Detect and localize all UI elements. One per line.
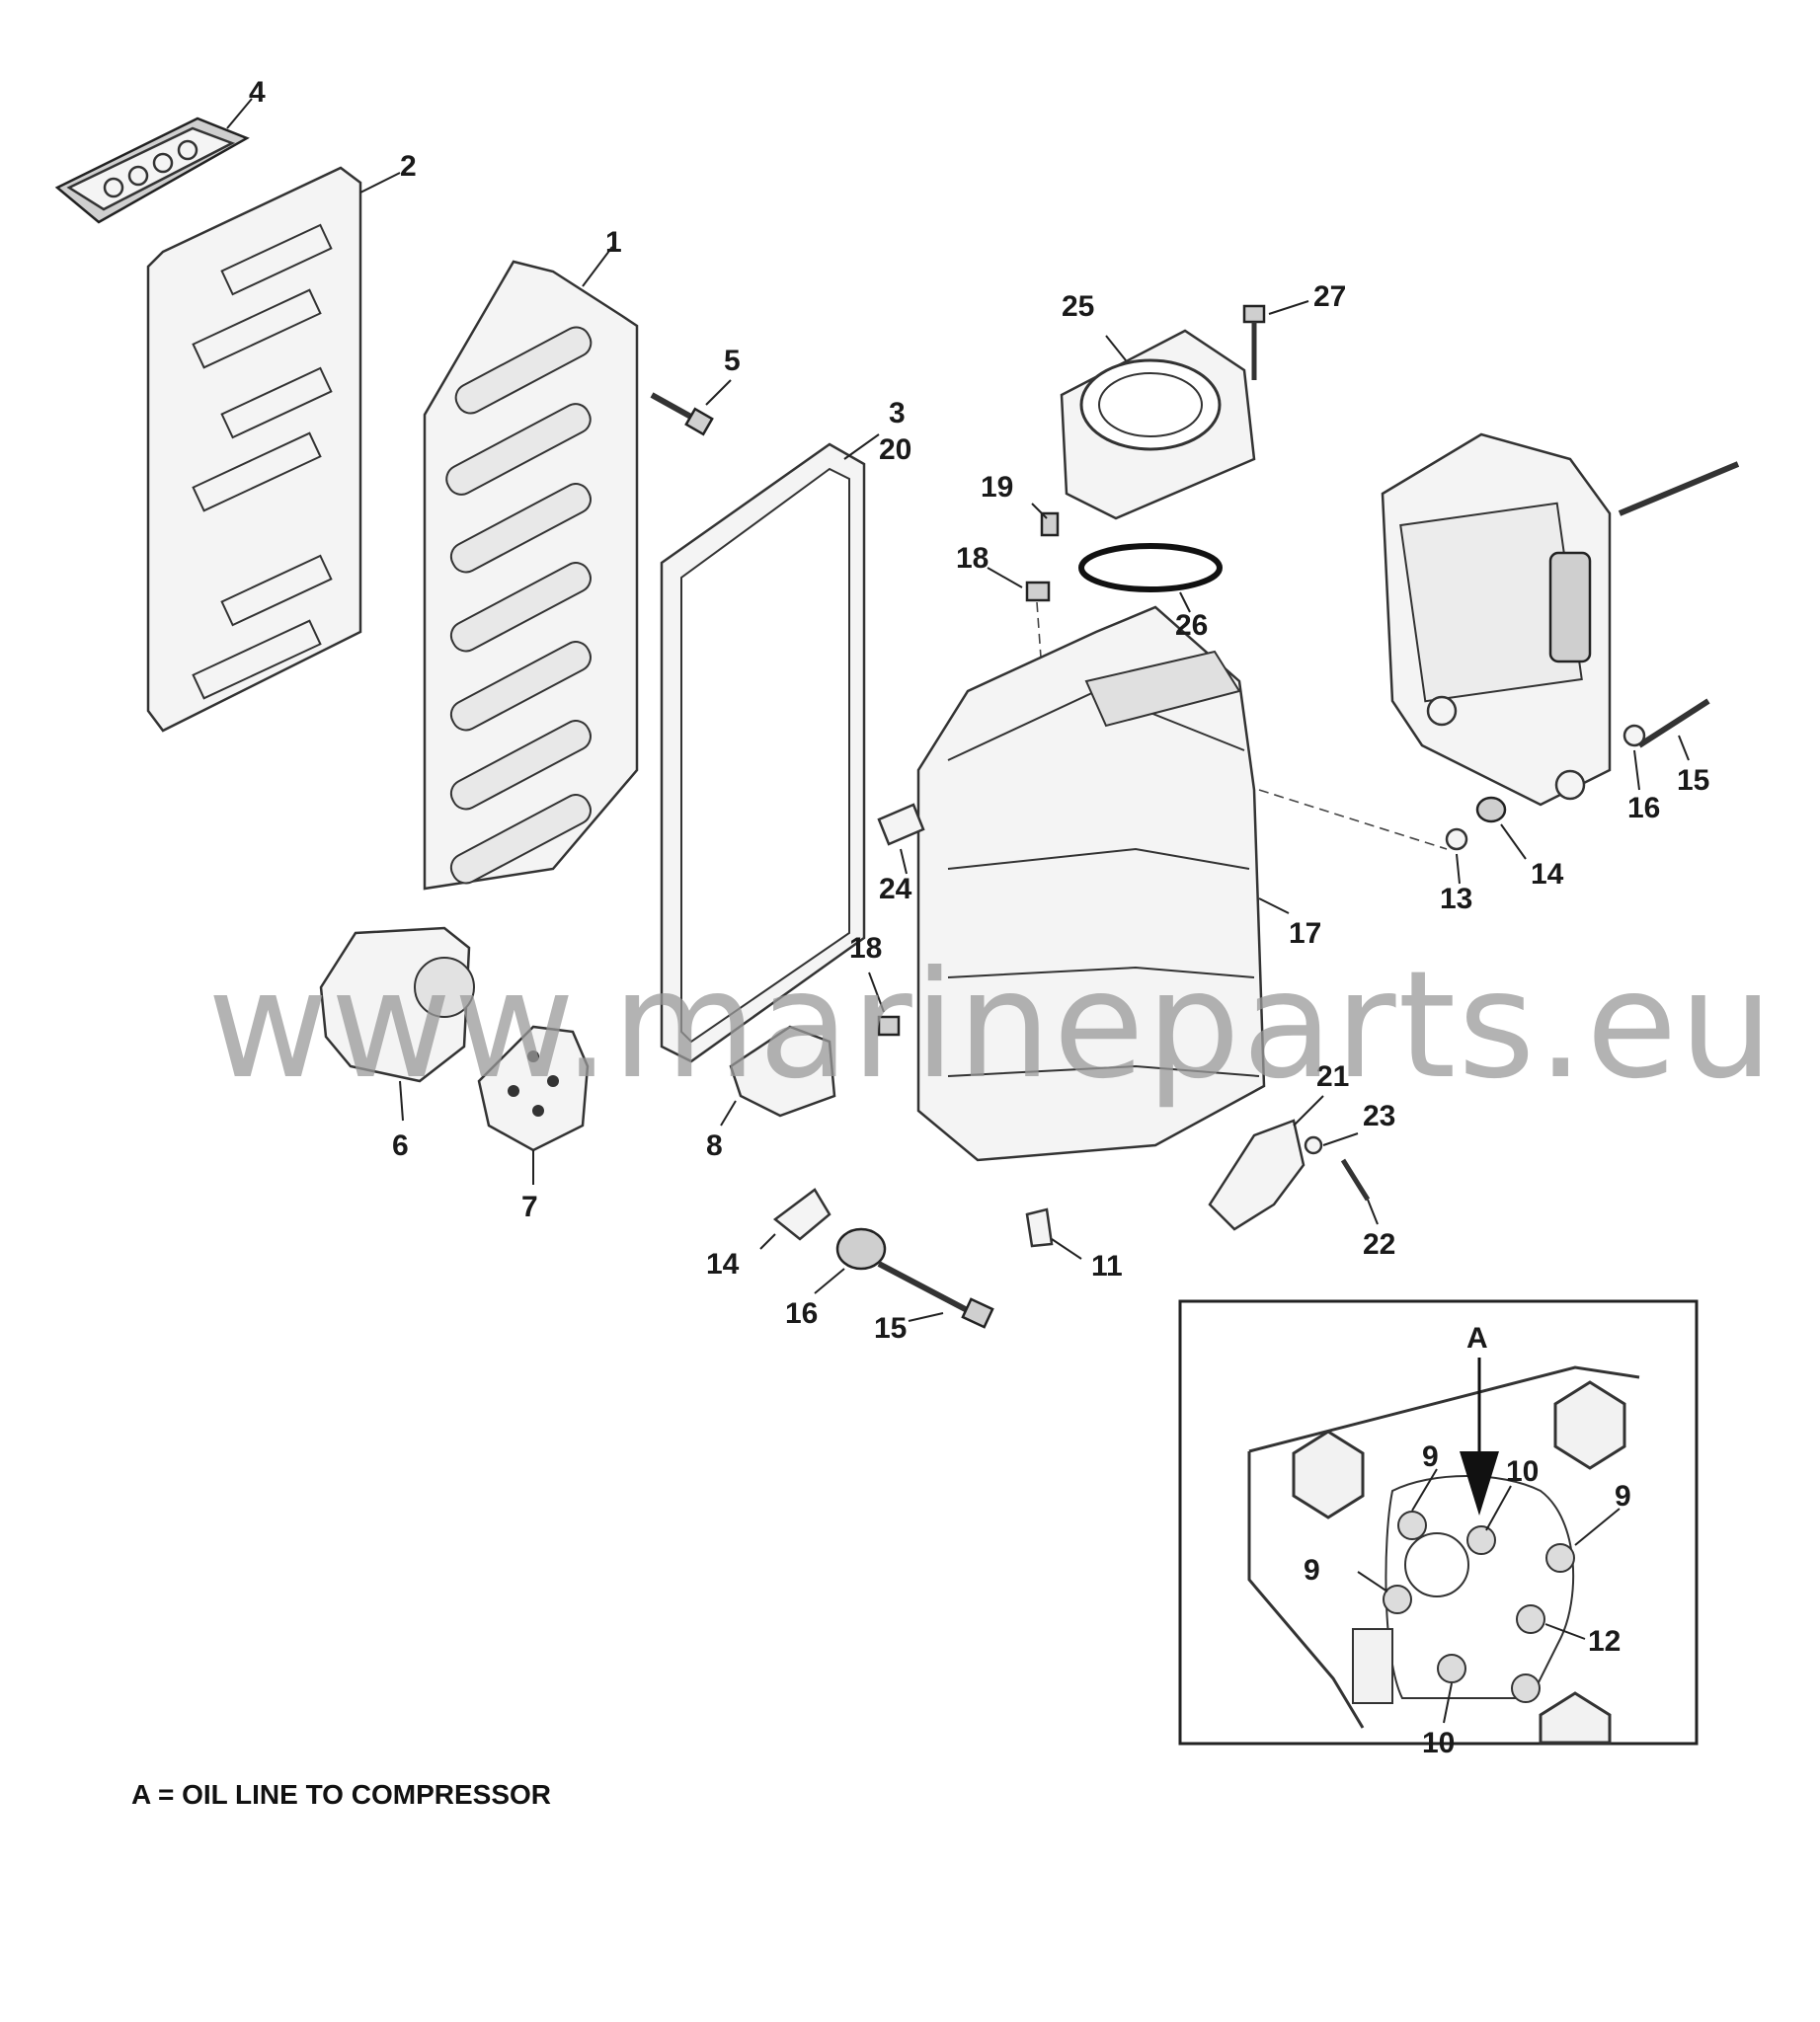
callout-18-lower: 18 [849, 932, 882, 965]
part-5-bolt [650, 379, 732, 436]
callout-14-right: 14 [1531, 858, 1564, 891]
part-7-pump-plate [477, 1025, 590, 1185]
callout-18-upper: 18 [956, 542, 989, 575]
part-15-bolt-right [1637, 698, 1710, 761]
callout-11: 11 [1091, 1250, 1123, 1283]
callout-2: 2 [400, 150, 417, 183]
callout-21: 21 [1316, 1060, 1349, 1093]
part-4-reed-block [54, 98, 253, 224]
part-18-fitting-lower [868, 972, 901, 1037]
callout-3: 3 [889, 397, 906, 429]
callout-5: 5 [724, 345, 741, 377]
part-15-bolt-lower [877, 1261, 994, 1329]
diagram-caption: A = OIL LINE TO COMPRESSOR [131, 1779, 551, 1810]
callout-14-lower: 14 [706, 1248, 740, 1281]
part-13-nut [1445, 827, 1468, 885]
callout-26: 26 [1175, 609, 1208, 642]
part-21-bracket [1208, 1095, 1324, 1231]
callout-25: 25 [1062, 290, 1094, 323]
inset-callout-9-top: 9 [1422, 1440, 1439, 1473]
callout-16-right: 16 [1627, 792, 1660, 824]
callout-23: 23 [1363, 1100, 1395, 1132]
part-14-washer-right [1475, 796, 1527, 860]
part-1-intake-manifold [423, 246, 639, 891]
part-8-check-valve [720, 1025, 836, 1127]
part-16-washer-lower [814, 1227, 887, 1294]
part-16-washer-right [1622, 724, 1646, 791]
inset-callout-9-left: 9 [1304, 1554, 1320, 1587]
inset-callout-10-top: 10 [1506, 1455, 1539, 1488]
callout-15-lower: 15 [874, 1312, 907, 1345]
callout-8: 8 [706, 1129, 723, 1162]
callout-13: 13 [1440, 883, 1472, 915]
inset-callout-9-right: 9 [1615, 1480, 1631, 1513]
part-14-washer-lower [759, 1188, 831, 1250]
inset-detail-a [1178, 1299, 1699, 1746]
callout-27: 27 [1313, 280, 1346, 313]
callout-7: 7 [521, 1191, 538, 1223]
part-25-throttle-body [1060, 329, 1256, 520]
part-2-gasket-plate [146, 166, 401, 733]
part-19-fitting [1031, 503, 1060, 537]
callout-6: 6 [392, 1129, 409, 1162]
callout-15-right: 15 [1677, 764, 1709, 797]
callout-19: 19 [981, 471, 1013, 504]
callout-22: 22 [1363, 1228, 1395, 1261]
callout-4: 4 [249, 76, 266, 109]
watermark-text: www.marineparts.eu [207, 940, 1776, 1112]
part-22-screw [1340, 1158, 1379, 1225]
part-3-20-gasket [660, 433, 880, 1063]
part-23-washer [1304, 1132, 1359, 1155]
part-11-clip [1025, 1207, 1082, 1260]
inset-callout-10-bottom: 10 [1422, 1727, 1455, 1759]
callout-20: 20 [879, 433, 911, 466]
alignment-line [1258, 789, 1448, 850]
part-27-screw [1242, 300, 1309, 380]
callout-17: 17 [1289, 917, 1321, 950]
callout-1: 1 [605, 226, 622, 259]
part-6-oil-pump [319, 926, 475, 1122]
part-17-intake-plenum [916, 605, 1290, 1162]
part-24-fitting [877, 803, 925, 875]
callout-24: 24 [879, 873, 912, 905]
inset-callout-12: 12 [1588, 1625, 1621, 1658]
callout-16-lower: 16 [785, 1297, 818, 1330]
part-18-fitting-upper [987, 567, 1051, 672]
part-26-o-ring [1078, 543, 1223, 613]
compressor-assembly [1381, 432, 1740, 807]
inset-view-label-a: A [1466, 1322, 1488, 1355]
